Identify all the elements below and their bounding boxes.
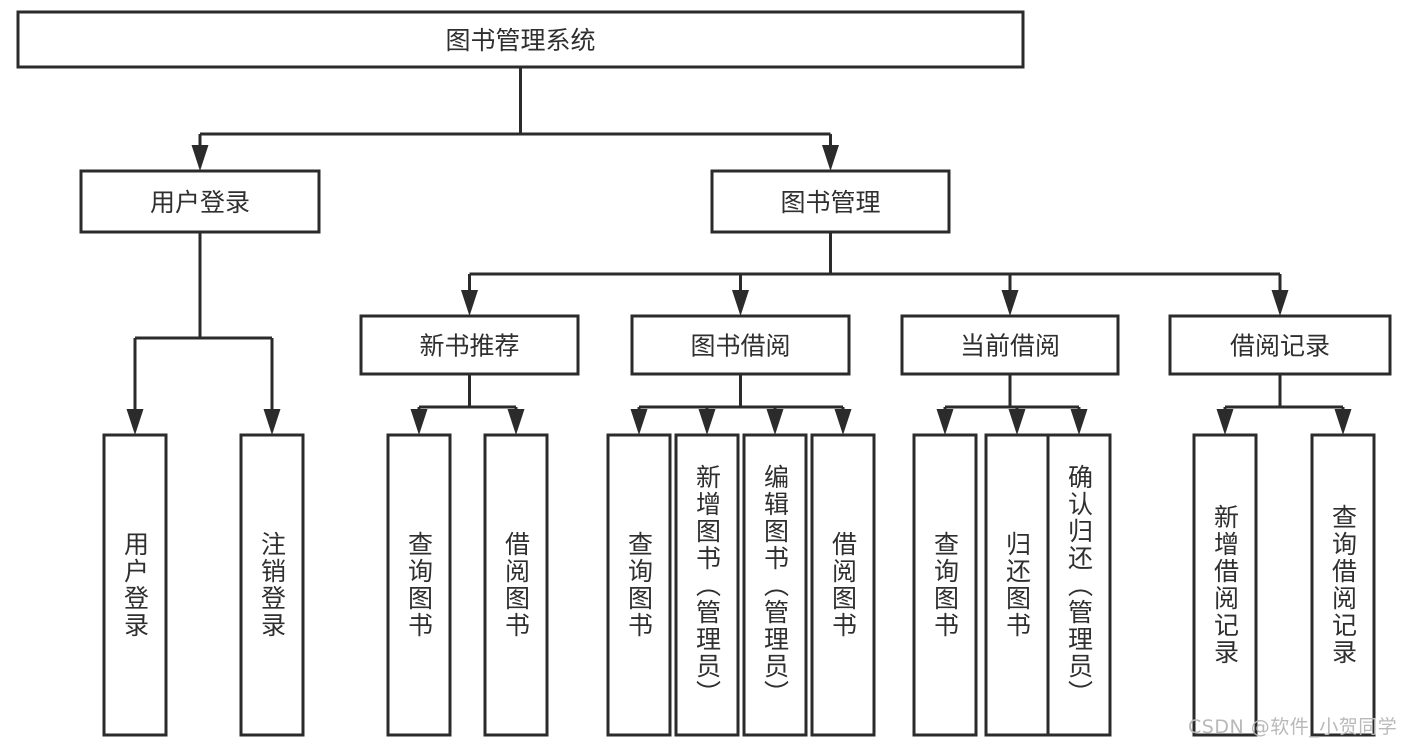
arrowhead-leaf-borrow-books <box>834 409 852 435</box>
node-leaf-query-borrow-record[interactable] <box>1310 433 1376 737</box>
node-box-leaf-query-books-current[interactable] <box>912 433 978 737</box>
arrowhead-leaf-borrow-books-recommend <box>507 409 525 435</box>
node-label-book-management: 图书管理 <box>780 188 880 217</box>
node-box-leaf-query-borrow-record[interactable] <box>1310 433 1376 737</box>
node-new-book-recommend[interactable] <box>359 314 580 376</box>
arrowhead-leaf-query-books-current <box>936 409 954 435</box>
node-box-leaf-return-books[interactable] <box>984 433 1050 737</box>
arrowhead-leaf-add-borrow-record <box>1216 409 1234 435</box>
node-label-new-book-recommend: 新书推荐 <box>419 332 519 361</box>
arrowhead-leaf-user-login <box>126 409 144 435</box>
node-leaf-borrow-books[interactable] <box>810 433 876 737</box>
arrowhead-leaf-edit-book-admin <box>766 409 784 435</box>
node-box-leaf-add-book-admin[interactable] <box>674 433 740 737</box>
node-box-book-borrow[interactable] <box>630 314 851 376</box>
node-box-leaf-logout[interactable] <box>239 433 305 737</box>
arrowhead-leaf-confirm-return-admin <box>1070 409 1088 435</box>
node-box-leaf-confirm-return-admin[interactable] <box>1046 433 1112 737</box>
arrowhead-borrow-record <box>1271 290 1289 316</box>
node-label-book-borrow: 图书借阅 <box>690 332 790 361</box>
node-current-borrow[interactable] <box>900 314 1120 376</box>
node-box-new-book-recommend[interactable] <box>359 314 580 376</box>
node-leaf-user-login[interactable] <box>102 433 168 737</box>
node-box-root[interactable] <box>16 10 1025 69</box>
node-root[interactable] <box>16 10 1025 69</box>
node-book-borrow[interactable] <box>630 314 851 376</box>
arrowhead-leaf-query-books-recommend <box>410 409 428 435</box>
arrowhead-current-borrow <box>1001 290 1019 316</box>
arrowhead-user-login <box>191 145 209 171</box>
node-label-current-borrow: 当前借阅 <box>960 332 1060 361</box>
node-box-borrow-record[interactable] <box>1168 314 1392 376</box>
node-label-root: 图书管理系统 <box>445 26 595 55</box>
node-label-user-login: 用户登录 <box>150 188 250 217</box>
arrowhead-leaf-logout <box>263 409 281 435</box>
arrowhead-book-management <box>822 145 839 171</box>
node-leaf-return-books[interactable] <box>984 433 1050 737</box>
node-leaf-query-books-borrow[interactable] <box>606 433 672 737</box>
node-leaf-add-borrow-record[interactable] <box>1192 433 1258 737</box>
node-box-layer <box>16 10 1392 737</box>
node-leaf-confirm-return-admin[interactable] <box>1046 433 1112 737</box>
arrowhead-new-book-recommend <box>461 290 478 316</box>
node-leaf-edit-book-admin[interactable] <box>742 433 808 737</box>
node-box-leaf-query-books-recommend[interactable] <box>386 433 452 737</box>
node-box-book-management[interactable] <box>710 169 951 234</box>
arrowhead-book-borrow <box>732 290 749 316</box>
node-leaf-logout[interactable] <box>239 433 305 737</box>
arrowhead-leaf-query-borrow-record <box>1334 409 1352 435</box>
node-label-borrow-record: 借阅记录 <box>1230 332 1330 361</box>
node-box-leaf-user-login[interactable] <box>102 433 168 737</box>
connector-layer <box>126 67 1352 435</box>
node-leaf-borrow-books-recommend[interactable] <box>483 433 549 737</box>
arrowhead-leaf-query-books-borrow <box>630 409 648 435</box>
node-box-leaf-edit-book-admin[interactable] <box>742 433 808 737</box>
node-leaf-add-book-admin[interactable] <box>674 433 740 737</box>
node-box-leaf-add-borrow-record[interactable] <box>1192 433 1258 737</box>
node-box-leaf-borrow-books-recommend[interactable] <box>483 433 549 737</box>
node-box-user-login[interactable] <box>79 169 321 234</box>
arrowhead-leaf-add-book-admin <box>698 409 716 435</box>
node-user-login[interactable] <box>79 169 321 234</box>
node-book-management[interactable] <box>710 169 951 234</box>
node-box-leaf-query-books-borrow[interactable] <box>606 433 672 737</box>
arrowhead-leaf-return-books <box>1008 409 1026 435</box>
node-leaf-query-books-current[interactable] <box>912 433 978 737</box>
node-box-leaf-borrow-books[interactable] <box>810 433 876 737</box>
node-box-current-borrow[interactable] <box>900 314 1120 376</box>
watermark-text: CSDN @软件_小贺同学 <box>1188 716 1398 738</box>
node-borrow-record[interactable] <box>1168 314 1392 376</box>
node-leaf-query-books-recommend[interactable] <box>386 433 452 737</box>
